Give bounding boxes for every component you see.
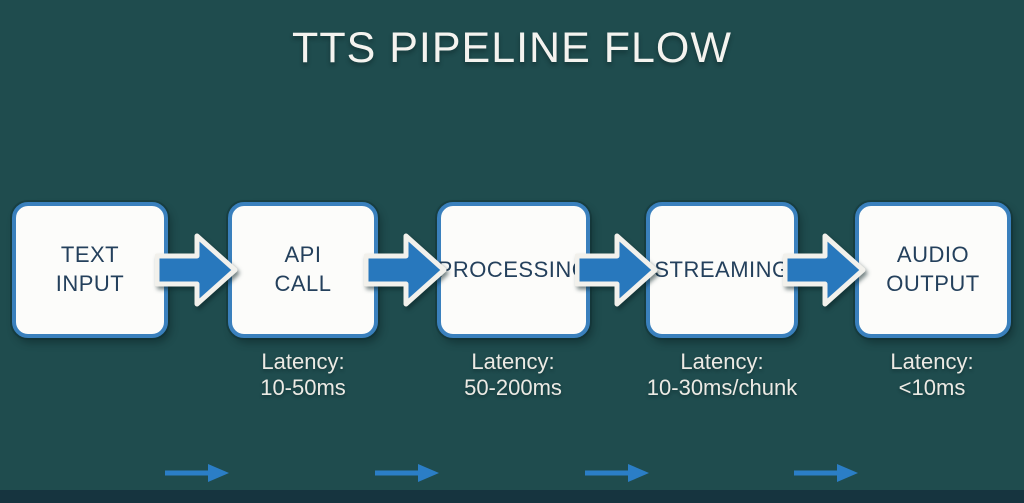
thin-arrow-right-icon bbox=[375, 464, 439, 482]
stage-box-streaming: STREAMING bbox=[646, 202, 798, 338]
stage-box-text-input: TEXT INPUT bbox=[12, 202, 168, 338]
latency-value: <10ms bbox=[898, 375, 966, 400]
stage-label-line: CALL bbox=[274, 271, 332, 296]
latency-caption-audio-output: Latency: <10ms bbox=[822, 349, 1024, 401]
stage-box-processing: PROCESSING bbox=[437, 202, 590, 338]
stage-label-line: AUDIO bbox=[896, 242, 970, 268]
stage-label: TEXT INPUT bbox=[56, 241, 125, 298]
diagram-title: TTS PIPELINE FLOW bbox=[292, 24, 732, 72]
arrow-right-icon bbox=[783, 233, 866, 307]
latency-caption-api-call: Latency: 10-50ms bbox=[193, 349, 413, 401]
arrow-right-icon bbox=[364, 233, 447, 307]
stage-label-line: STREAMING bbox=[654, 256, 790, 282]
stage-label-line: INPUT bbox=[55, 271, 125, 296]
stage-label: STREAMING bbox=[654, 256, 789, 285]
stage-label: AUDIO OUTPUT bbox=[886, 241, 979, 298]
thin-arrow-right-icon bbox=[794, 464, 858, 482]
thin-arrow-right-icon bbox=[585, 464, 649, 482]
arrow-right-icon bbox=[155, 233, 238, 307]
stage-label: API CALL bbox=[274, 241, 331, 298]
footer-bar bbox=[0, 490, 1024, 503]
stage-label-line: TEXT bbox=[60, 242, 120, 268]
stage-label-line: API bbox=[284, 242, 322, 268]
latency-caption-processing: Latency: 50-200ms bbox=[403, 349, 623, 401]
stage-label-line: PROCESSING bbox=[437, 256, 590, 282]
latency-label: Latency: bbox=[680, 349, 764, 374]
latency-label: Latency: bbox=[471, 349, 555, 374]
stage-label: PROCESSING bbox=[438, 256, 590, 285]
latency-label: Latency: bbox=[890, 349, 974, 374]
latency-caption-streaming: Latency: 10-30ms/chunk bbox=[612, 349, 832, 401]
thin-arrow-right-icon bbox=[165, 464, 229, 482]
stage-label-line: OUTPUT bbox=[886, 271, 980, 296]
stage-box-audio-output: AUDIO OUTPUT bbox=[855, 202, 1011, 338]
latency-value: 10-50ms bbox=[260, 375, 346, 400]
stage-box-api-call: API CALL bbox=[228, 202, 378, 338]
latency-label: Latency: bbox=[261, 349, 345, 374]
latency-value: 10-30ms/chunk bbox=[646, 375, 798, 400]
arrow-right-icon bbox=[575, 233, 658, 307]
latency-value: 50-200ms bbox=[464, 375, 562, 400]
